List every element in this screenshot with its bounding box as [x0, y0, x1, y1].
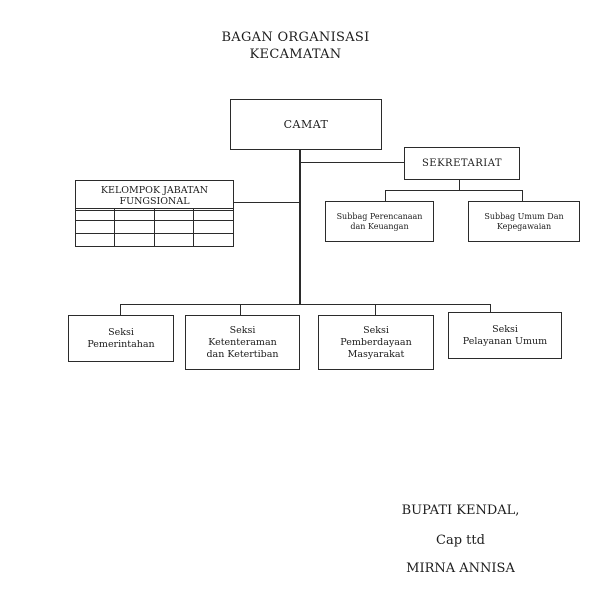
- connector-subbag2-drop: [522, 190, 523, 201]
- grid-cell: [76, 221, 116, 234]
- grid-cell: [115, 233, 155, 246]
- node-seksi1-line2: Pemerintahan: [87, 338, 155, 350]
- grid-cell: [154, 209, 194, 222]
- node-seksi2-line2: Ketenteraman: [208, 336, 277, 348]
- node-sekretariat: SEKRETARIAT: [404, 147, 520, 180]
- signature-cap-ttd: Cap ttd: [436, 533, 485, 548]
- node-seksi2-line3: dan Ketertiban: [206, 348, 279, 360]
- page-title: BAGAN ORGANISASI KECAMATAN: [0, 29, 591, 63]
- node-seksi-pemerintahan: Seksi Pemerintahan: [68, 315, 174, 362]
- connector-seksi1-drop: [120, 304, 121, 315]
- node-seksi3-line2: Pemberdayaan: [340, 336, 412, 348]
- kelompok-fungsional-grid: [75, 208, 234, 247]
- connector-seksi3-drop: [375, 304, 376, 315]
- node-seksi3-line1: Seksi: [363, 324, 389, 336]
- node-seksi-pelayanan-umum: Seksi Pelayanan Umum: [448, 312, 562, 359]
- grid-cell: [115, 221, 155, 234]
- node-subbag-perencanaan-keuangan: Subbag Perencanaan dan Keuangan: [325, 201, 434, 242]
- page-title-line2: KECAMATAN: [249, 47, 342, 62]
- connector-subbag1-drop: [385, 190, 386, 201]
- node-seksi-pemberdayaan-masyarakat: Seksi Pemberdayaan Masyarakat: [318, 315, 434, 370]
- connector-sekretariat-drop: [459, 178, 460, 191]
- grid-cell: [76, 233, 116, 246]
- signature-office: BUPATI KENDAL,: [401, 503, 520, 518]
- grid-cell: [154, 221, 194, 234]
- node-seksi-ketenteraman-ketertiban: Seksi Ketenteraman dan Ketertiban: [185, 315, 300, 370]
- grid-cell: [155, 233, 194, 246]
- connector-camat-vertical: [299, 148, 301, 305]
- node-seksi3-line3: Masyarakat: [347, 348, 405, 360]
- node-subbag1-line2: dan Keuangan: [350, 221, 409, 231]
- page-title-line1: BAGAN ORGANISASI: [221, 30, 370, 45]
- node-kelompok-jabatan-fungsional: KELOMPOK JABATAN FUNGSIONAL: [75, 180, 234, 211]
- grid-cell: [193, 209, 233, 222]
- node-sekretariat-label: SEKRETARIAT: [421, 158, 503, 169]
- node-camat-label: CAMAT: [283, 118, 329, 131]
- node-subbag1-line1: Subbag Perencanaan: [336, 211, 423, 221]
- node-camat: CAMAT: [230, 99, 382, 150]
- connector-seksi4-drop: [490, 304, 491, 312]
- node-seksi2-line1: Seksi: [229, 324, 256, 336]
- grid-cell: [76, 209, 116, 222]
- connector-seksi2-drop: [240, 304, 241, 315]
- node-kelompok-line1: KELOMPOK JABATAN: [100, 184, 209, 196]
- connector-camat-to-sekretariat: [301, 162, 404, 163]
- node-seksi4-line1: Seksi: [492, 323, 518, 335]
- node-kelompok-line2: FUNGSIONAL: [119, 195, 190, 207]
- signature-name: MIRNA ANNISA: [406, 561, 515, 576]
- node-subbag-umum-kepegawaian: Subbag Umum Dan Kepegawaian: [468, 201, 580, 242]
- grid-cell: [115, 209, 155, 222]
- grid-cell: [194, 234, 233, 246]
- connector-subbag-horizontal: [385, 190, 523, 191]
- grid-cell: [193, 221, 233, 234]
- node-seksi1-line1: Seksi: [108, 326, 134, 338]
- connector-kelompok-to-trunk: [232, 202, 299, 203]
- node-subbag2-line2: Kepegawaian: [496, 221, 552, 231]
- node-subbag2-line1: Subbag Umum Dan: [484, 211, 564, 221]
- node-seksi4-line2: Pelayanan Umum: [462, 335, 548, 347]
- connector-seksi-horizontal: [120, 304, 491, 305]
